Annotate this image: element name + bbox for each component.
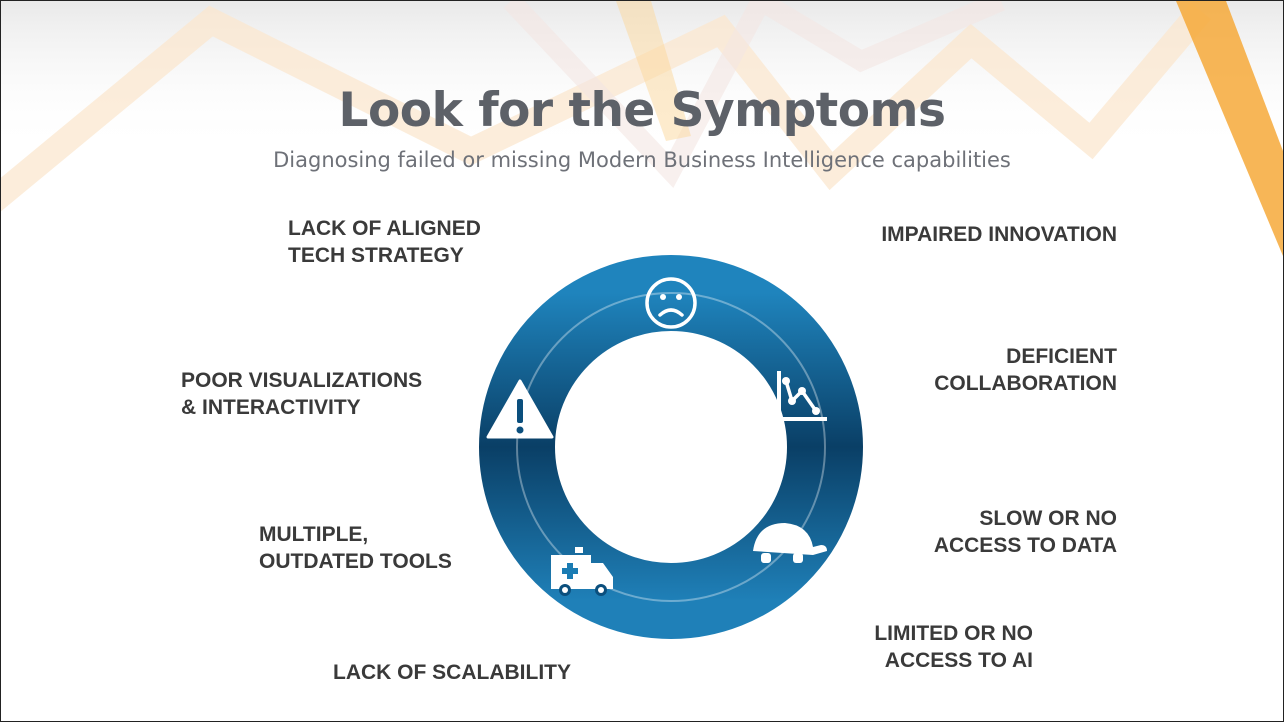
symptom-label-line: OUTDATED TOOLS <box>259 550 452 573</box>
ring-inner-line <box>516 292 826 602</box>
symptom-label-scalability: LACK OF SCALABILITY <box>333 659 571 686</box>
slide-title: Look for the Symptoms <box>338 83 946 138</box>
symptom-label-line: LACK OF SCALABILITY <box>333 661 571 684</box>
symptom-label-line: IMPAIRED INNOVATION <box>881 223 1117 246</box>
symptom-label-data-access: SLOW OR NO ACCESS TO DATA <box>934 505 1117 559</box>
symptom-label-line: & INTERACTIVITY <box>181 396 361 419</box>
symptom-label-tech-strategy: LACK OF ALIGNED TECH STRATEGY <box>288 215 481 269</box>
symptom-label-line: ACCESS TO AI <box>884 649 1033 672</box>
sad-face-icon <box>645 277 697 329</box>
ring-band <box>479 255 863 639</box>
symptom-label-outdated-tools: MULTIPLE, OUTDATED TOOLS <box>259 521 452 575</box>
warning-icon <box>486 379 554 439</box>
symptom-label-ai-access: LIMITED OR NO ACCESS TO AI <box>874 620 1033 674</box>
symptom-label-innovation: IMPAIRED INNOVATION <box>881 221 1117 248</box>
symptom-label-line: MULTIPLE, <box>259 523 369 546</box>
symptom-ring <box>479 255 863 639</box>
symptom-label-line: TECH STRATEGY <box>288 244 464 267</box>
turtle-icon <box>753 523 827 563</box>
ring-center <box>556 332 786 562</box>
symptom-label-line: LACK OF ALIGNED <box>288 217 481 240</box>
symptom-label-line: COLLABORATION <box>934 372 1117 395</box>
symptom-label-line: LIMITED OR NO <box>874 622 1033 645</box>
symptom-label-line: DEFICIENT <box>1006 345 1117 368</box>
slide-subtitle: Diagnosing failed or missing Modern Busi… <box>273 148 1011 172</box>
symptom-label-line: SLOW OR NO <box>979 507 1117 530</box>
chart-icon <box>777 371 827 421</box>
symptom-label-collaboration: DEFICIENT COLLABORATION <box>934 343 1117 397</box>
symptom-label-line: POOR VISUALIZATIONS <box>181 369 423 392</box>
ambulance-icon <box>551 547 613 596</box>
symptom-label-visualizations: POOR VISUALIZATIONS & INTERACTIVITY <box>181 367 422 421</box>
symptom-label-line: ACCESS TO DATA <box>933 534 1117 557</box>
